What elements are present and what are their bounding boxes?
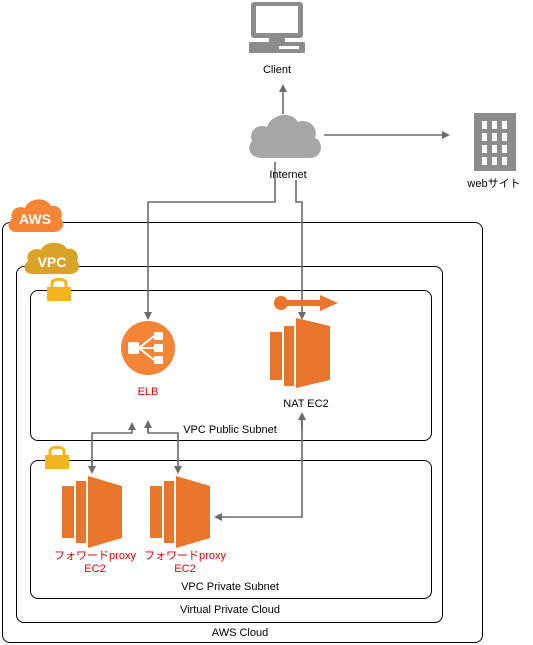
ec2-instance-icon	[62, 476, 122, 548]
lock-icon	[47, 277, 71, 301]
aws-badge-label: AWS	[19, 211, 51, 227]
aws-cloud-group	[2, 222, 483, 643]
nat-to-proxy2-line	[214, 420, 303, 521]
aws-cloud-label: AWS Cloud	[211, 627, 269, 639]
internet-nat-line	[295, 180, 306, 320]
website-label: webサイト	[467, 178, 521, 190]
proxy2-label-line2: EC2	[174, 563, 196, 575]
private-subnet-group	[30, 460, 432, 599]
computer-icon	[249, 2, 305, 53]
proxy1-to-elb-line	[91, 422, 136, 470]
nat-ec2-icon	[270, 295, 338, 388]
client-label: Client	[262, 64, 292, 76]
internet-to-elb-line	[144, 162, 276, 320]
proxy1-label-line1: フォワードproxy	[54, 550, 136, 562]
lock-icon	[45, 445, 69, 469]
vpc-badge-label: VPC	[37, 254, 67, 270]
proxy1-label-line2: EC2	[84, 563, 106, 575]
vpc-group	[16, 266, 443, 623]
cloud-icon	[249, 114, 321, 158]
building-icon	[474, 113, 516, 171]
public-subnet-group	[30, 290, 432, 441]
ec2-instance-icon	[150, 476, 210, 548]
public-subnet-label: VPC Public Subnet	[183, 424, 277, 436]
private-subnet-label: VPC Private Subnet	[181, 581, 279, 593]
elb-label: ELB	[137, 386, 159, 398]
nat-label: NAT EC2	[283, 398, 329, 410]
vpc-label: Virtual Private Cloud	[179, 604, 281, 616]
vpc-badge-icon	[24, 242, 80, 274]
aws-badge-icon	[8, 199, 64, 232]
internet-label: Internet	[269, 169, 307, 181]
load-balancer-icon	[121, 321, 175, 375]
proxy2-label-line1: フォワードproxy	[144, 550, 226, 562]
